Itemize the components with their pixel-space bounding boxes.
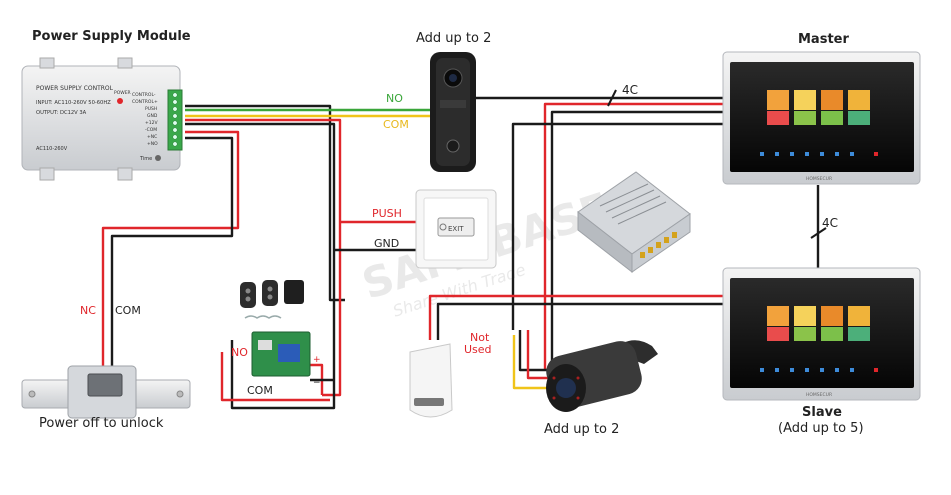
wire-label-com-lock: COM: [115, 304, 141, 317]
exit-button-device: EXIT: [415, 189, 497, 269]
psu-output: OUTPUT: DC12V 3A: [36, 110, 87, 116]
wire-label-not: Not: [470, 331, 490, 344]
wire-slave-black: [436, 302, 725, 340]
master-monitor: HOMSECUR: [722, 51, 921, 185]
wire-black-remote: [185, 122, 336, 410]
wire-remote-red: [220, 352, 330, 402]
relay-icon: [278, 344, 300, 362]
master-brand: HOMSECUR: [806, 176, 832, 182]
camera-caption: Add up to 2: [544, 422, 620, 437]
terminal-label: GND: [147, 113, 158, 119]
pir-sensor: [409, 343, 453, 418]
doorbell-unit: [430, 52, 476, 172]
cable-label-4c-top: 4C: [622, 83, 639, 97]
slave-subtitle: (Add up to 5): [778, 421, 864, 436]
wire-label-no-remote: NO: [231, 346, 248, 359]
power-led-icon: [117, 98, 123, 104]
slave-title: Slave: [802, 405, 842, 420]
psu-terminal-labels: CONTROL- CONTROL+ PUSH GND +12V -COM +NC…: [132, 92, 158, 147]
terminal-label: PUSH: [145, 106, 157, 112]
pir-lens-icon: [414, 398, 444, 406]
wire-pir-black: [511, 122, 725, 330]
wire-lock-nc: [101, 130, 240, 372]
wire-slave-red: [428, 294, 725, 340]
wire-cam-yellow: [512, 335, 560, 390]
master-app-tiles: [767, 90, 870, 125]
terminal-block: [167, 89, 183, 151]
remote-keyfobs: [240, 280, 304, 319]
wire-cam-red: [543, 102, 725, 370]
psu-title: Power Supply Module: [32, 29, 191, 44]
wire-label-nc: NC: [80, 304, 96, 317]
power-supply-module: POWER SUPPLY CONTROL INPUT: AC110-260V 5…: [21, 57, 183, 181]
dc-power-supply: [577, 171, 691, 274]
wire-label-com-remote: COM: [247, 384, 273, 397]
terminal-label: +NO: [147, 141, 158, 147]
keyfob-icon: [240, 282, 256, 308]
wire-remote-plus: [310, 363, 324, 395]
slave-app-tiles: [767, 306, 870, 341]
wire-label-used: Used: [464, 343, 492, 356]
lock-caption: Power off to unlock: [39, 416, 164, 431]
wire-red-right: [185, 118, 342, 397]
slave-brand: HOMSECUR: [806, 392, 832, 398]
remote-relay-board: + −: [251, 331, 321, 388]
cable-marker-mid: [810, 227, 827, 239]
terminal-label: +12V: [145, 120, 158, 126]
wire-label-no: NO: [386, 92, 403, 105]
slave-monitor: HOMSECUR: [722, 267, 921, 401]
bullet-camera: [546, 340, 658, 412]
psu-ac: AC110-260V: [36, 146, 68, 152]
cable-marker-top: [607, 89, 617, 107]
keyfob-icon: [284, 280, 304, 304]
electric-strike-lock: [21, 365, 191, 419]
time-knob-icon: [155, 155, 161, 161]
terminal-label: -COM: [145, 127, 157, 133]
wire-no-black: [185, 104, 345, 302]
exit-button-icon: [439, 223, 447, 231]
master-title: Master: [798, 32, 849, 47]
doorbell-button-icon: [446, 139, 460, 153]
psu-input: INPUT: AC110-260V 50-60HZ: [36, 100, 111, 106]
wire-label-gnd: GND: [374, 237, 400, 250]
terminal-label: CONTROL+: [132, 99, 158, 105]
wire-lock-com: [110, 136, 234, 372]
doorbell-caption: Add up to 2: [416, 31, 492, 46]
psu-time: Time: [139, 156, 152, 162]
wire-label-push: PUSH: [372, 207, 402, 220]
psu-header: POWER SUPPLY CONTROL: [36, 85, 114, 92]
wire-label-com: COM: [383, 118, 409, 131]
psu-power: POWER: [114, 90, 131, 96]
wire-cam-black: [550, 110, 725, 370]
exit-label: EXIT: [448, 225, 464, 233]
svg-text:−: −: [313, 378, 321, 388]
terminal-label: CONTROL-: [132, 92, 156, 98]
keyfob-icon: [262, 280, 278, 306]
wires: [101, 96, 820, 410]
terminal-label: +NC: [147, 134, 157, 140]
svg-text:+: +: [313, 355, 321, 365]
cable-label-4c-mid: 4C: [822, 216, 839, 230]
